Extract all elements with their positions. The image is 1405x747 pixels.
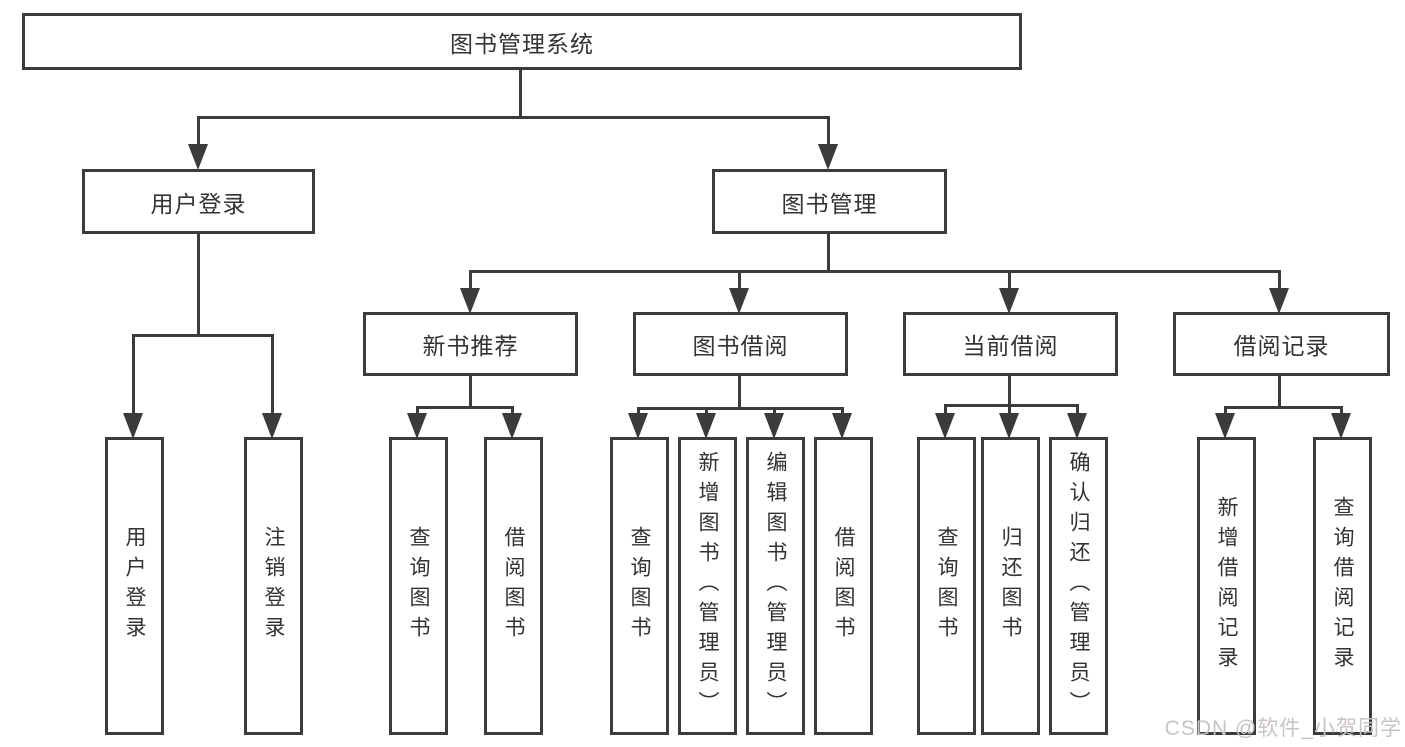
connector-line-vertical: [132, 335, 135, 413]
arrow-down-icon: [407, 413, 427, 439]
connector-line-vertical: [827, 117, 830, 147]
connector-line-vertical: [197, 117, 200, 147]
connector-line-vertical: [738, 375, 741, 408]
node-box-user-login: 用户登录: [82, 169, 315, 234]
connector-line-horizontal: [416, 406, 514, 409]
arrow-down-icon: [188, 144, 208, 170]
node-box-rec-borrow-book: 借阅图书: [484, 437, 543, 735]
arrow-down-icon: [262, 413, 282, 439]
arrow-down-icon: [123, 413, 143, 439]
node-label-bb-add-book-admin: 新增图书（管理员）: [696, 451, 719, 721]
connector-line-vertical: [773, 408, 776, 414]
node-box-bb-borrow-book: 借阅图书: [814, 437, 873, 735]
arrow-down-icon: [999, 413, 1019, 439]
connector-line-vertical: [1008, 375, 1011, 405]
node-label-book-borrow: 图书借阅: [692, 333, 789, 359]
node-box-rec-query-book: 查询图书: [389, 437, 448, 735]
connector-line-horizontal: [1224, 406, 1343, 409]
arrow-down-icon: [764, 413, 784, 439]
node-box-user-login-leaf: 用户登录: [105, 437, 164, 735]
node-label-new-book-recommend: 新书推荐: [422, 333, 519, 359]
node-label-library-management-system: 图书管理系统: [450, 30, 594, 57]
node-label-current-borrow: 当前借阅: [962, 333, 1059, 359]
connector-line-horizontal: [637, 407, 844, 410]
node-label-rec-borrow-book: 借阅图书: [502, 526, 525, 646]
connector-line-horizontal: [944, 404, 1079, 407]
arrow-down-icon: [1067, 413, 1087, 439]
connector-line-horizontal: [132, 334, 274, 337]
node-box-logout-leaf: 注销登录: [244, 437, 303, 735]
node-box-book-management: 图书管理: [712, 169, 947, 234]
connector-line-vertical: [1008, 405, 1011, 414]
node-box-library-management-system: 图书管理系统: [22, 13, 1022, 70]
arrow-down-icon: [935, 413, 955, 439]
node-box-cb-query-book: 查询图书: [917, 437, 976, 735]
arrow-down-icon: [1215, 413, 1235, 439]
arrow-down-icon: [999, 288, 1019, 314]
connector-line-vertical: [1008, 271, 1011, 290]
connector-line-vertical: [519, 69, 522, 117]
node-label-borrow-record: 借阅记录: [1233, 333, 1330, 359]
arrow-down-icon: [502, 413, 522, 439]
connector-line-vertical: [738, 271, 741, 290]
connector-line-vertical: [1278, 375, 1281, 407]
connector-line-vertical: [841, 408, 844, 414]
node-box-cb-return-book: 归还图书: [981, 437, 1040, 735]
arrow-down-icon: [628, 413, 648, 439]
connector-line-vertical: [637, 408, 640, 414]
connector-line-vertical: [469, 375, 472, 407]
node-box-new-book-recommend: 新书推荐: [363, 312, 578, 376]
node-box-br-add-record: 新增借阅记录: [1197, 437, 1256, 735]
arrow-down-icon: [696, 413, 716, 439]
node-label-bb-edit-book-admin: 编辑图书（管理员）: [764, 451, 787, 721]
node-box-book-borrow: 图书借阅: [633, 312, 848, 376]
connector-line-horizontal: [469, 270, 1281, 273]
arrow-down-icon: [1331, 413, 1351, 439]
connector-line-vertical: [1224, 407, 1227, 414]
node-label-logout-leaf: 注销登录: [262, 526, 285, 646]
node-label-rec-query-book: 查询图书: [407, 526, 430, 646]
connector-line-vertical: [271, 335, 274, 413]
connector-line-vertical: [705, 408, 708, 414]
node-box-bb-query-book: 查询图书: [610, 437, 669, 735]
connector-line-vertical: [511, 407, 514, 414]
node-label-cb-confirm-return-admin: 确认归还（管理员）: [1067, 451, 1090, 721]
node-label-br-add-record: 新增借阅记录: [1215, 496, 1238, 676]
node-box-current-borrow: 当前借阅: [903, 312, 1118, 376]
connector-line-vertical: [469, 271, 472, 290]
node-label-br-query-record: 查询借阅记录: [1331, 496, 1354, 676]
csdn-watermark: CSDN @软件_小贺同学: [1164, 717, 1402, 740]
node-box-bb-edit-book-admin: 编辑图书（管理员）: [746, 437, 805, 735]
node-label-cb-return-book: 归还图书: [999, 526, 1022, 646]
connector-line-horizontal: [197, 116, 830, 119]
connector-line-vertical: [944, 405, 947, 414]
connector-line-vertical: [197, 233, 200, 335]
node-box-cb-confirm-return-admin: 确认归还（管理员）: [1049, 437, 1108, 735]
arrow-down-icon: [818, 144, 838, 170]
node-box-bb-add-book-admin: 新增图书（管理员）: [678, 437, 737, 735]
connector-line-vertical: [1278, 271, 1281, 290]
arrow-down-icon: [460, 288, 480, 314]
node-label-bb-query-book: 查询图书: [628, 526, 651, 646]
connector-line-vertical: [827, 233, 830, 271]
arrow-down-icon: [729, 288, 749, 314]
node-label-user-login-leaf: 用户登录: [123, 526, 146, 646]
arrow-down-icon: [832, 413, 852, 439]
node-label-cb-query-book: 查询图书: [935, 526, 958, 646]
connector-line-vertical: [1076, 405, 1079, 414]
node-box-br-query-record: 查询借阅记录: [1313, 437, 1372, 735]
connector-line-vertical: [1340, 407, 1343, 414]
connector-line-vertical: [416, 407, 419, 414]
node-box-borrow-record: 借阅记录: [1173, 312, 1390, 376]
arrow-down-icon: [1269, 288, 1289, 314]
node-label-book-management: 图书管理: [781, 190, 878, 217]
node-label-bb-borrow-book: 借阅图书: [832, 526, 855, 646]
node-label-user-login: 用户登录: [150, 190, 247, 217]
